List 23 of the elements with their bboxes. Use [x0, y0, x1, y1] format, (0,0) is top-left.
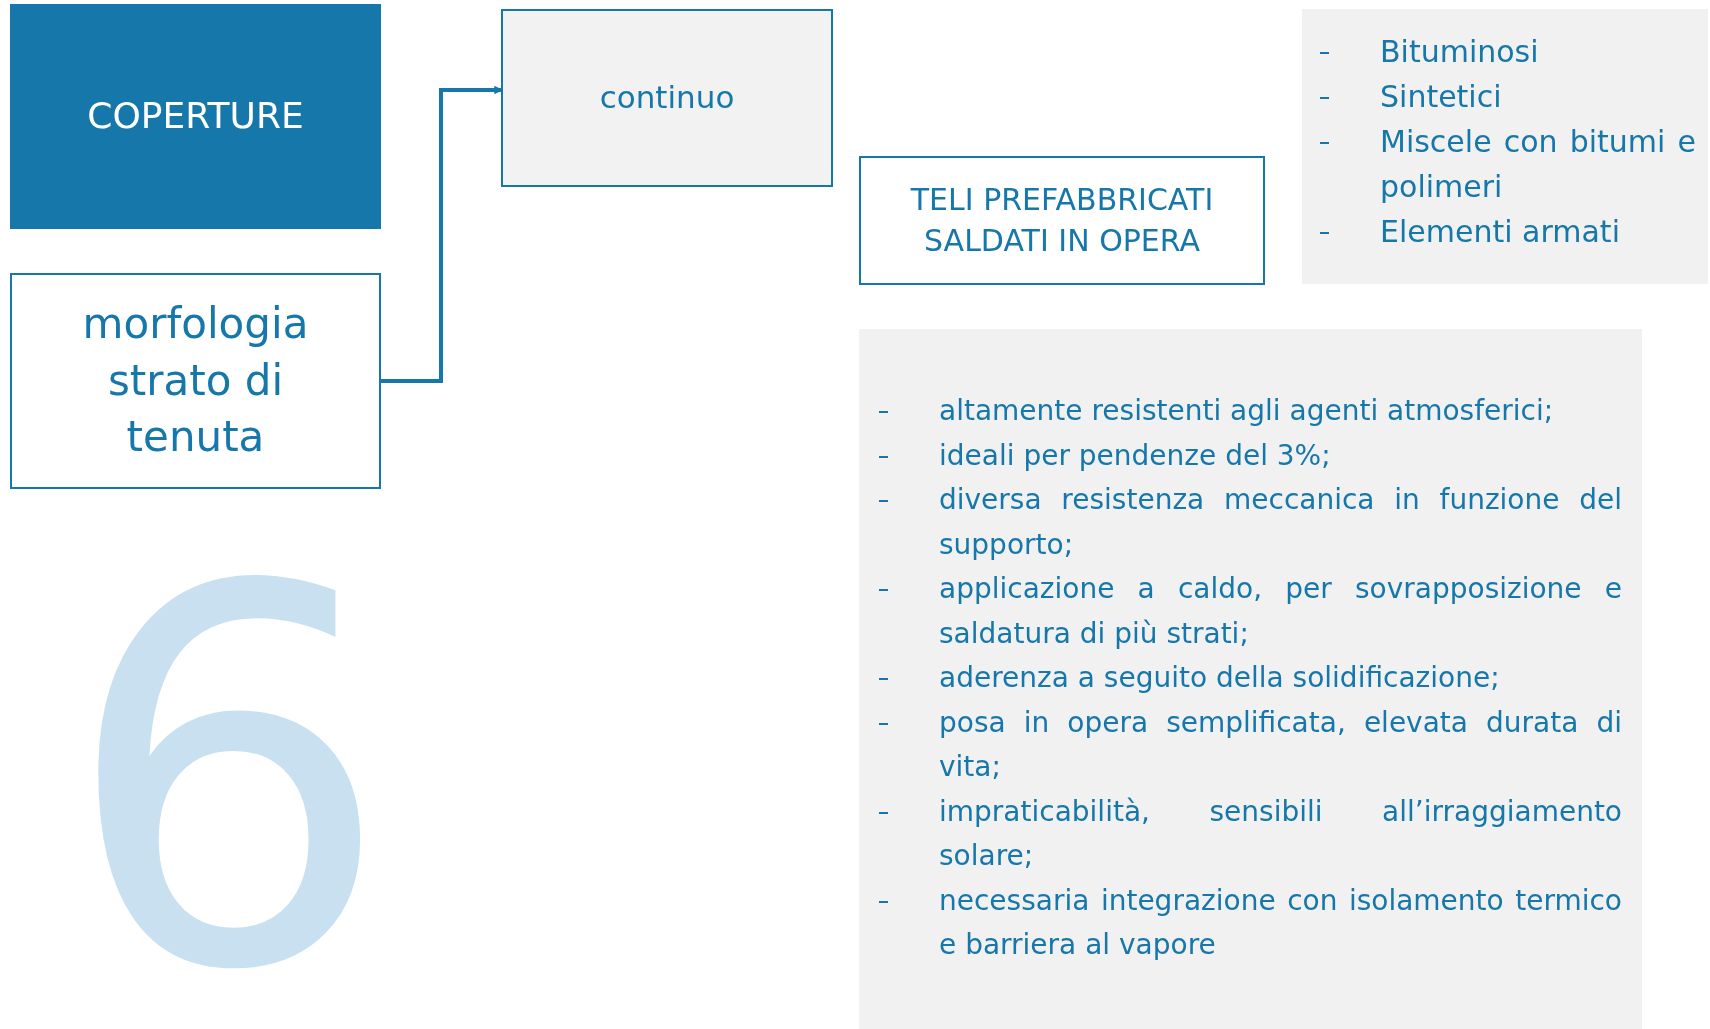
list-item: Elementi armati: [1380, 213, 1621, 251]
text-box: [501, 9, 833, 187]
list-item: Sintetici: [1380, 78, 1503, 116]
text-box: [10, 273, 381, 489]
list-item: posa in opera semplificata, elevata durata di vita;: [939, 704, 1622, 785]
box-label: continuo: [598, 78, 736, 118]
list-item: aderenza a seguito della solidificazione;: [939, 660, 1501, 696]
list-item: impraticabilità, sensibili all’irraggiamento solare;: [939, 793, 1622, 874]
list-panel: [859, 329, 1642, 1029]
text-box: [859, 156, 1265, 285]
list-item: altamente resistenti agli agenti atmosferici;: [939, 393, 1555, 429]
list-item: Miscele con bitumi e polimeri: [1380, 123, 1696, 206]
list-item: necessaria integrazione con isolamento termico e barriera al vapore: [939, 882, 1622, 963]
list-item: ideali per pendenze del 3%;: [939, 437, 1332, 474]
list-item: Bituminosi: [1380, 33, 1540, 71]
arrow: [381, 85, 502, 383]
box-label: morfologia strato di tenuta: [81, 297, 310, 464]
list-panel: [1302, 9, 1708, 284]
box-label: COPERTURE: [86, 94, 305, 139]
list-item: applicazione a caldo, per sovrapposizione e saldatura di più strati;: [939, 571, 1622, 652]
list-item: diversa resistenza meccanica in funzione del supporto;: [939, 482, 1622, 563]
text-box: [10, 4, 381, 229]
box-label: TELI PREFABBRICATI SALDATI IN OPERA: [909, 181, 1215, 260]
